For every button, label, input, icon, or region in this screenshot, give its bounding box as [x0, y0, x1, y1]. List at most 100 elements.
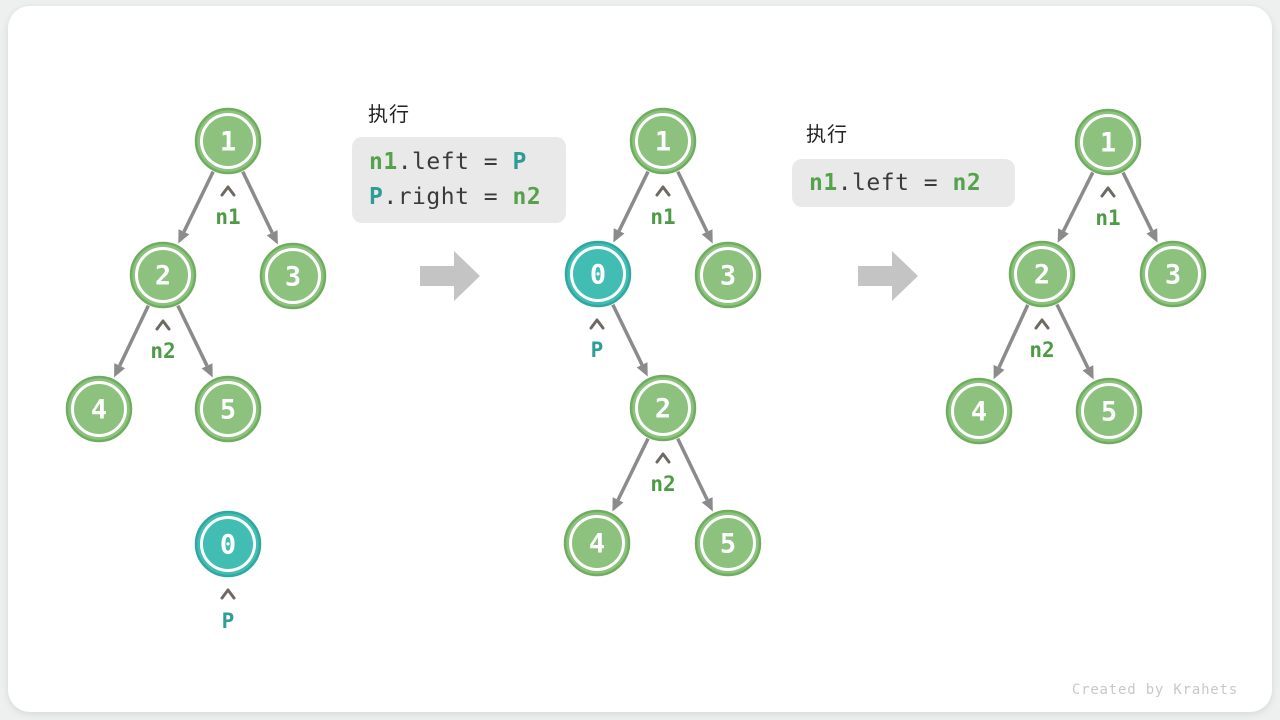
code-box-2: n1.left = n2 [792, 159, 1015, 207]
tree-edge [676, 437, 709, 501]
node-inner-ring [1081, 383, 1137, 439]
node-circle [259, 242, 327, 310]
node-value: 1 [220, 127, 236, 158]
node-circle [694, 509, 762, 577]
tree-edge [176, 304, 209, 367]
tree-node-4: 4 [65, 375, 133, 443]
code-token: P [369, 184, 384, 210]
tree-node-4: 4 [945, 377, 1013, 445]
node-inner-ring [951, 383, 1007, 439]
tree-node-3: 3 [694, 241, 762, 309]
tree-node-5: 5 [694, 509, 762, 577]
pointer-label: n1 [215, 205, 240, 229]
tree-edge [182, 170, 215, 233]
tree-edge-arrowhead [201, 363, 213, 378]
tree-edge-arrowhead [1057, 228, 1069, 243]
node-value: 3 [1165, 260, 1181, 291]
node-value: 4 [589, 529, 605, 560]
tree-edge-arrowhead [266, 230, 278, 245]
pointer-n2: n2 [150, 319, 176, 363]
node-circle [65, 375, 133, 443]
code-token: n2 [512, 184, 542, 210]
node-circle [1075, 377, 1143, 445]
tree-node-0: 0 [194, 510, 262, 578]
tree-edge-arrowhead [993, 364, 1005, 380]
pointer-label: P [222, 609, 235, 633]
tree-before: 1 2 3 4 5 0 n1 n2P [65, 107, 327, 633]
tree-node-0: 0 [564, 240, 632, 308]
node-value: 4 [91, 395, 107, 426]
caret-up-icon [1100, 186, 1116, 198]
tree-node-2: 2 [629, 374, 697, 442]
tree-node-1: 1 [194, 107, 262, 175]
tree-edge [241, 170, 274, 234]
tree-edge-arrowhead [1146, 228, 1158, 243]
pointer-label: n2 [650, 472, 675, 496]
tree-edge-arrowhead [178, 229, 190, 244]
pointer-P: P [220, 588, 236, 633]
node-inner-ring [200, 516, 256, 572]
node-circle [194, 510, 262, 578]
tree-edge [611, 303, 644, 366]
pointer-label: P [591, 338, 604, 362]
node-circle [945, 377, 1013, 445]
tree-edge [997, 304, 1030, 369]
node-value: 2 [655, 394, 671, 425]
code-token: n1 [369, 149, 398, 175]
node-value: 3 [720, 261, 736, 292]
code-box-1: n1.left = P P.right = n2 [352, 137, 566, 223]
tree-edge [1121, 171, 1154, 232]
node-value: 1 [1100, 128, 1116, 159]
tree-edge-arrowhead [114, 363, 126, 378]
node-inner-ring [265, 248, 321, 304]
node-circle [129, 241, 197, 309]
tree-edge-arrowhead [613, 228, 625, 243]
pointer-n2: n2 [1029, 318, 1055, 362]
node-value: 5 [1101, 397, 1117, 428]
watermark: Created by Krahets [1071, 682, 1238, 698]
tree-node-1: 1 [1074, 108, 1142, 176]
node-value: 4 [971, 397, 987, 428]
node-circle [1139, 240, 1207, 308]
tree-edge-arrowhead [636, 362, 648, 377]
tree-edge [118, 304, 150, 367]
code-token: n1 [809, 169, 838, 196]
pointer-label: n1 [650, 205, 675, 229]
node-circle [1008, 240, 1076, 308]
tree-edge-arrowhead [701, 497, 713, 512]
node-inner-ring [1080, 114, 1136, 170]
node-inner-ring [569, 515, 625, 571]
node-inner-ring [700, 247, 756, 303]
node-inner-ring [635, 113, 691, 169]
tree-node-4: 4 [563, 509, 631, 577]
code-token: .left = [397, 149, 513, 175]
code-token: P [512, 149, 527, 175]
pointer-label: n1 [1095, 206, 1120, 230]
node-value: 2 [155, 261, 171, 292]
node-value: 0 [590, 260, 606, 291]
tree-node-3: 3 [259, 242, 327, 310]
node-circle [563, 509, 631, 577]
tree-node-5: 5 [194, 375, 262, 443]
node-circle [629, 374, 697, 442]
node-inner-ring [200, 381, 256, 437]
node-circle [629, 107, 697, 175]
node-value: 0 [220, 530, 236, 561]
tree-edge-arrowhead [1082, 365, 1094, 380]
pointer-n1: n1 [650, 185, 676, 229]
exec-heading-2: 执行 [806, 124, 848, 146]
node-inner-ring [570, 246, 626, 302]
code-line: n1.left = n2 [809, 166, 1015, 201]
node-inner-ring [1145, 246, 1201, 302]
caret-up-icon [655, 185, 671, 197]
node-circle [194, 375, 262, 443]
node-value: 5 [220, 395, 236, 426]
node-inner-ring [135, 247, 191, 303]
pointer-n1: n1 [215, 185, 241, 229]
caret-up-icon [220, 588, 236, 600]
step-arrow-icon [858, 251, 918, 301]
node-value: 5 [720, 529, 736, 560]
code-line: P.right = n2 [369, 180, 566, 215]
